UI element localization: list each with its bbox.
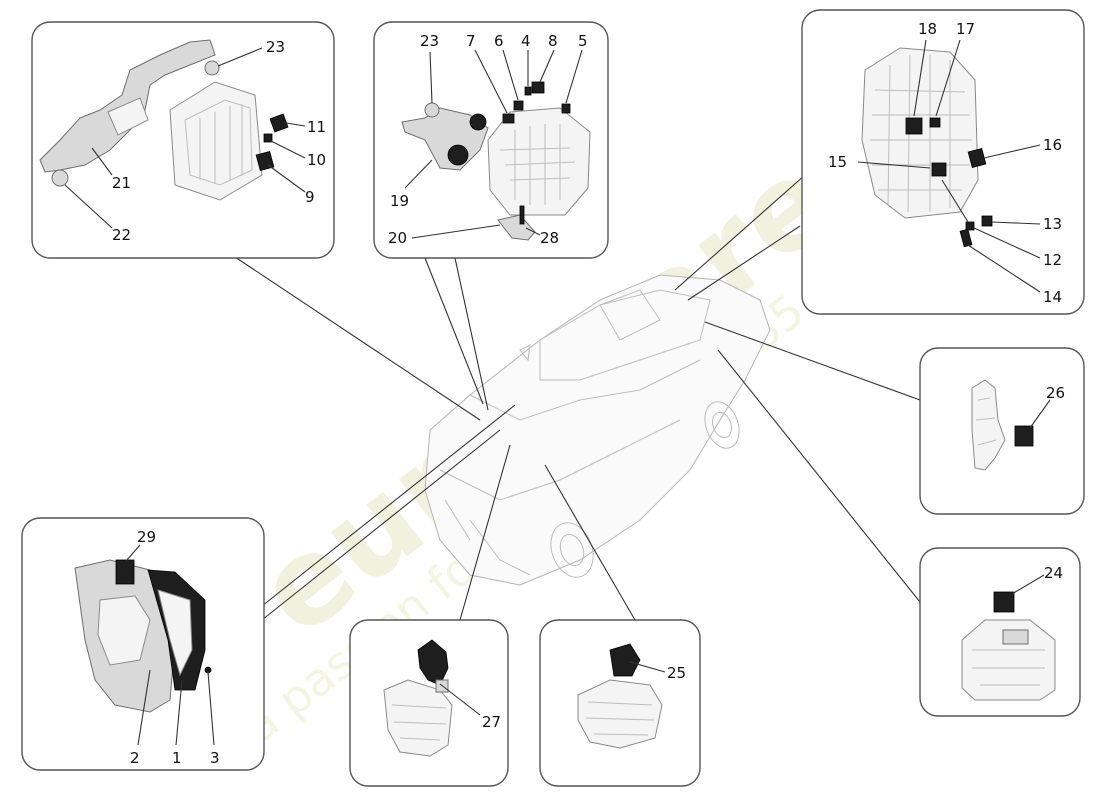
- panel-part-24: 24: [919, 547, 1081, 717]
- label-29: 29: [137, 528, 156, 546]
- label-7: 7: [466, 32, 476, 50]
- label-20: 20: [388, 229, 407, 247]
- panel-control-unit: 29 2 1 3: [21, 517, 265, 771]
- panel-part-26: 26: [919, 347, 1085, 515]
- panel-bracket-connector: 23 11 10 9 21 22: [31, 21, 335, 259]
- label-6: 6: [494, 32, 504, 50]
- label-10: 10: [307, 151, 326, 169]
- label-23b: 23: [420, 32, 439, 50]
- leader-lines: [234, 174, 921, 621]
- label-15: 15: [828, 153, 847, 171]
- label-11: 11: [307, 118, 326, 136]
- label-13: 13: [1043, 215, 1062, 233]
- label-17: 17: [956, 20, 975, 38]
- panel-fusebox: 23 7 6 4 8 5 19 20 28: [373, 21, 609, 259]
- label-26: 26: [1046, 384, 1065, 402]
- label-18: 18: [918, 20, 937, 38]
- label-21: 21: [112, 174, 131, 192]
- label-28: 28: [540, 229, 559, 247]
- label-1: 1: [172, 749, 182, 767]
- label-12: 12: [1043, 251, 1062, 269]
- panel-part-25: 25: [539, 619, 701, 787]
- panel-part-27: 27: [349, 619, 509, 787]
- label-4: 4: [521, 32, 531, 50]
- label-25: 25: [667, 664, 686, 682]
- label-8: 8: [548, 32, 558, 50]
- label-24: 24: [1044, 564, 1063, 582]
- panel-relay-block: 18 17 16 15 13 12 14: [801, 9, 1085, 315]
- label-22: 22: [112, 226, 131, 244]
- label-14: 14: [1043, 288, 1062, 306]
- label-19: 19: [390, 192, 409, 210]
- label-16: 16: [1043, 136, 1062, 154]
- label-5: 5: [578, 32, 588, 50]
- label-3: 3: [210, 749, 220, 767]
- label-27: 27: [482, 713, 501, 731]
- label-23a: 23: [266, 38, 285, 56]
- label-9: 9: [305, 188, 315, 206]
- car-illustration: [424, 274, 771, 586]
- label-2: 2: [130, 749, 140, 767]
